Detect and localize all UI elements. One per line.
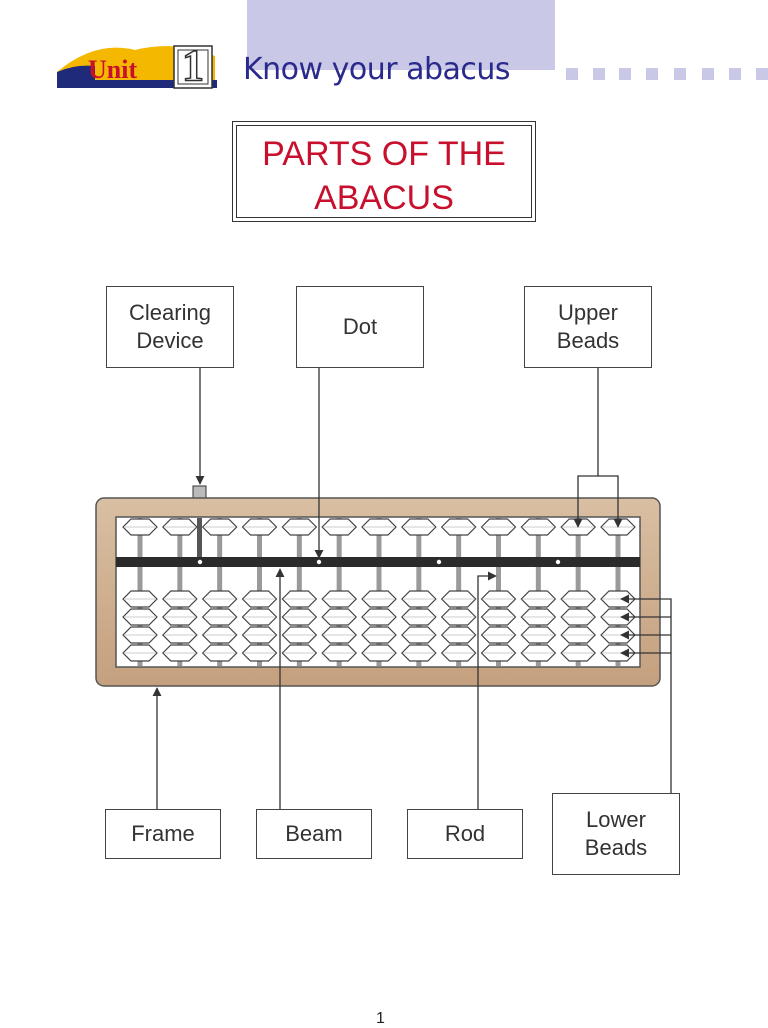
abacus-beam bbox=[116, 557, 640, 567]
clearing-device-bar bbox=[197, 518, 202, 558]
decorative-squares bbox=[566, 68, 768, 82]
beam-dot bbox=[316, 559, 322, 565]
label-dot: Dot bbox=[296, 286, 424, 368]
label-upper-beads: Upper Beads bbox=[524, 286, 652, 368]
upper-beads-leader-2 bbox=[598, 475, 623, 528]
rod-leader bbox=[477, 571, 497, 809]
label-beam: Beam bbox=[256, 809, 372, 859]
heading-line-1: PARTS OF THE bbox=[262, 135, 506, 173]
beam-dot bbox=[555, 559, 561, 565]
label-rod: Rod bbox=[407, 809, 523, 859]
unit-label: Unit bbox=[88, 55, 138, 84]
upper-beads-leader bbox=[573, 368, 599, 528]
label-clearing-device: Clearing Device bbox=[106, 286, 234, 368]
label-lower-beads: Lower Beads bbox=[552, 793, 680, 875]
page-heading: PARTS OF THE ABACUS bbox=[233, 132, 535, 220]
unit-number-badge bbox=[173, 45, 213, 89]
beam-dot bbox=[436, 559, 442, 565]
unit-title: Know your abacus bbox=[243, 52, 511, 87]
beam-dot bbox=[197, 559, 203, 565]
page-number: 1 bbox=[376, 1010, 385, 1027]
lower-beads-leader bbox=[620, 594, 672, 793]
label-frame: Frame bbox=[105, 809, 221, 859]
heading-line-2: ABACUS bbox=[314, 179, 454, 217]
header-band bbox=[247, 0, 555, 70]
dots-group bbox=[197, 559, 561, 565]
heading-box: PARTS OF THE ABACUS bbox=[232, 121, 536, 222]
unit-number: 1 bbox=[181, 40, 205, 91]
